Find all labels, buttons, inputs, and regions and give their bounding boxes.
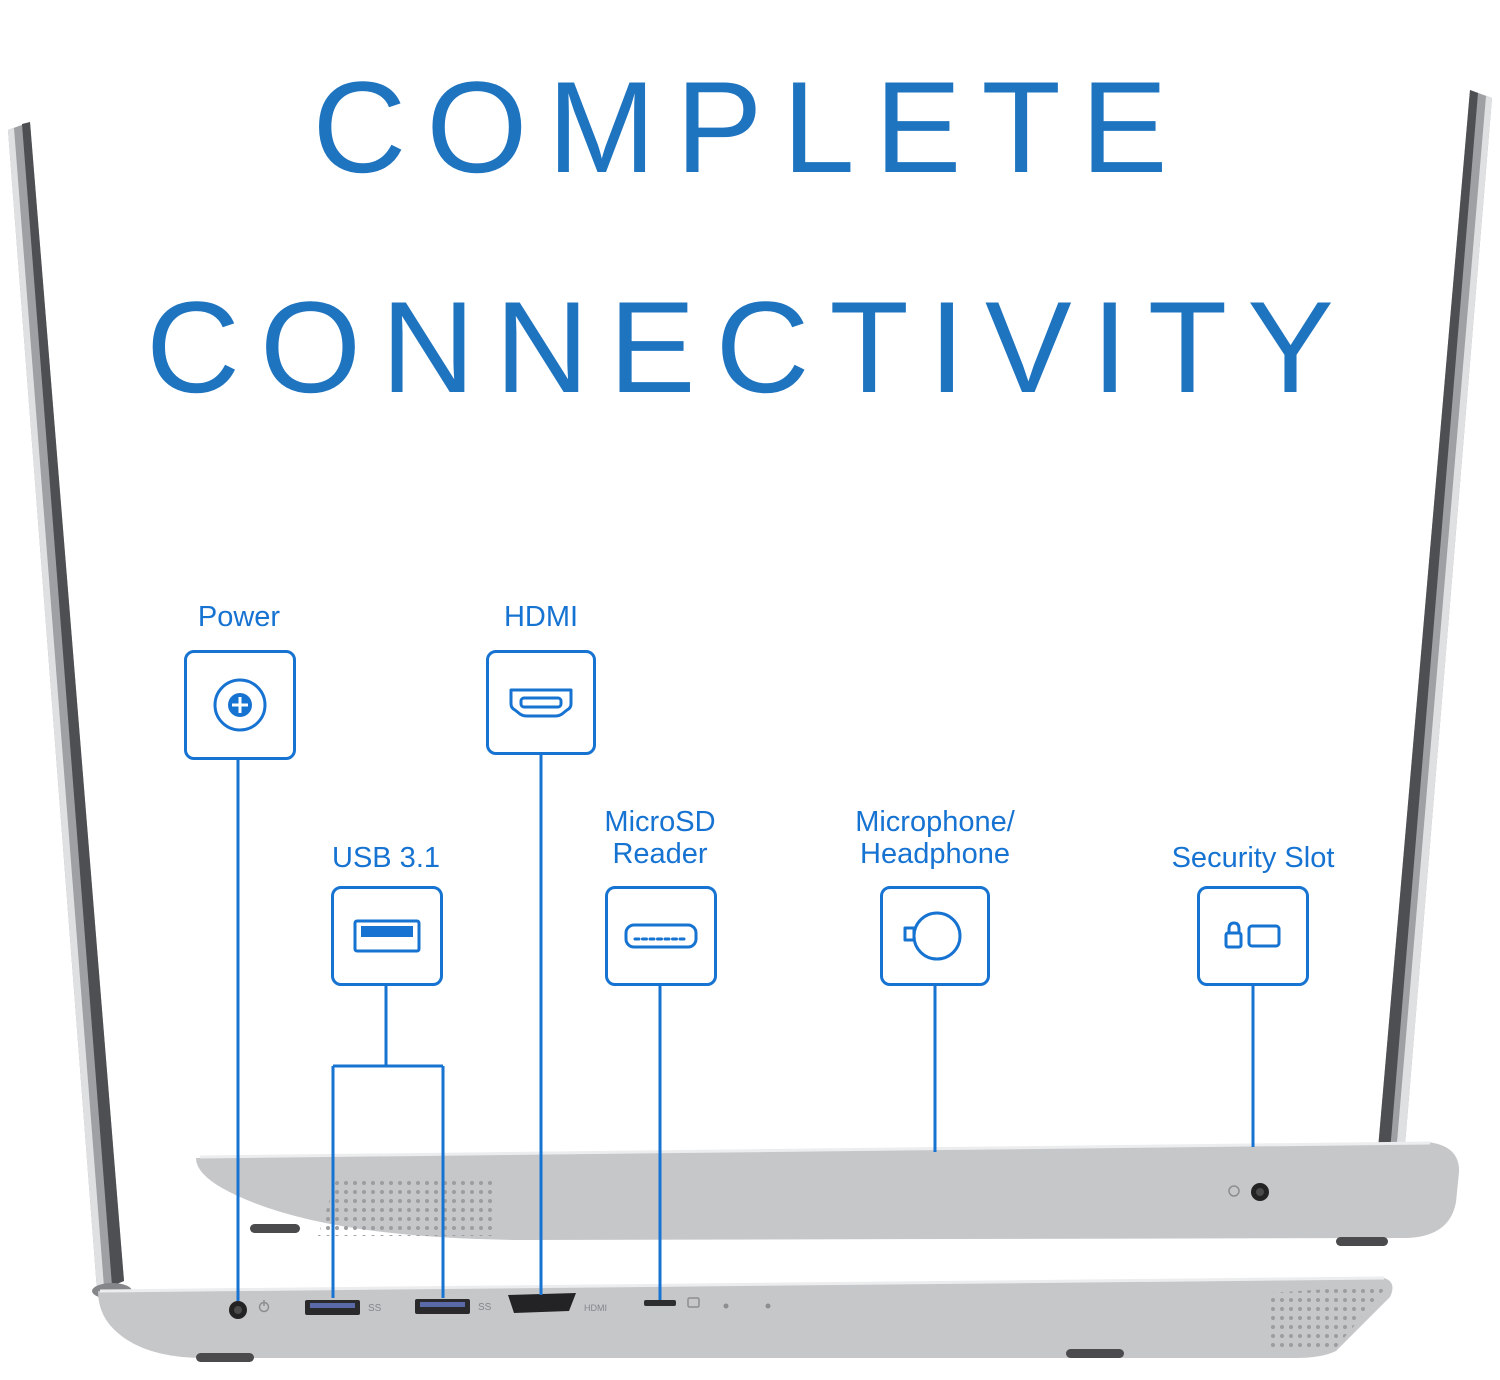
usb-1-mark: SS: [368, 1303, 382, 1314]
microsd-icon: [624, 923, 698, 949]
laptop-base: [196, 1142, 1460, 1240]
speaker-grille: [1270, 1285, 1388, 1352]
security-slot-box: [1197, 886, 1309, 986]
rubber-foot: [250, 1224, 300, 1233]
hdmi-label: HDMI: [503, 601, 579, 633]
laptop-screen-edge: [22, 122, 124, 1286]
power-jack-pin: [234, 1306, 242, 1314]
usb-icon: [353, 919, 421, 953]
headset-icon-mark: [1228, 1185, 1240, 1197]
rubber-foot: [1066, 1349, 1124, 1358]
microsd-label: MicroSD Reader: [490, 806, 830, 870]
power-port-box: [184, 650, 296, 760]
usb-2-mark: SS: [478, 1302, 492, 1313]
hdmi-port-box: [486, 650, 596, 755]
microsd-label-line1: MicroSD: [604, 806, 716, 838]
rubber-foot: [1336, 1237, 1388, 1246]
microphone-headphone-label: Microphone/ Headphone: [765, 806, 1105, 870]
microsd-slot: [644, 1300, 676, 1306]
status-led-1: [723, 1303, 729, 1309]
title-line-1: COMPLETE: [312, 54, 1188, 200]
hdmi-port: [508, 1293, 576, 1313]
hdmi-icon: [509, 688, 573, 717]
security-slot-icon: [1224, 921, 1281, 949]
combo-jack-pin: [1256, 1188, 1264, 1196]
usb-port-2-tongue: [420, 1302, 465, 1307]
laptop-screen-edge: [1378, 90, 1478, 1152]
microphone-headphone-port-box: [880, 886, 990, 986]
security-slot-label: Security Slot: [1171, 842, 1335, 874]
microsd-card-mark: [687, 1297, 700, 1308]
base-top-edge-highlight: [199, 1141, 1431, 1159]
laptop-left-side-view: SS SS HDMI: [8, 122, 1393, 1362]
power-label: Power: [197, 601, 281, 633]
laptop-base: [98, 1277, 1393, 1358]
mic-label-line2: Headphone: [860, 838, 1010, 870]
usb-callout-line: [331, 986, 445, 1298]
usb-port-1-tongue: [310, 1303, 355, 1308]
base-top-edge-highlight: [99, 1276, 1385, 1293]
microphone-headphone-icon: [903, 911, 962, 961]
microsd-port-box: [605, 886, 717, 986]
usb-port-box: [331, 886, 443, 986]
speaker-grille: [318, 1178, 492, 1236]
status-led-2: [765, 1303, 771, 1309]
laptop-right-side-view: [196, 90, 1492, 1246]
laptop-screen-highlight: [1396, 96, 1492, 1157]
usb-label: USB 3.1: [332, 842, 440, 874]
power-jack-icon: [213, 678, 267, 732]
hdmi-mark: HDMI: [584, 1303, 607, 1313]
mic-label-line1: Microphone/: [855, 806, 1015, 838]
microsd-label-line2: Reader: [612, 838, 708, 870]
rubber-foot: [196, 1353, 254, 1362]
title-line-2: CONNECTIVITY: [146, 274, 1354, 420]
laptop-screen-highlight: [8, 128, 104, 1290]
